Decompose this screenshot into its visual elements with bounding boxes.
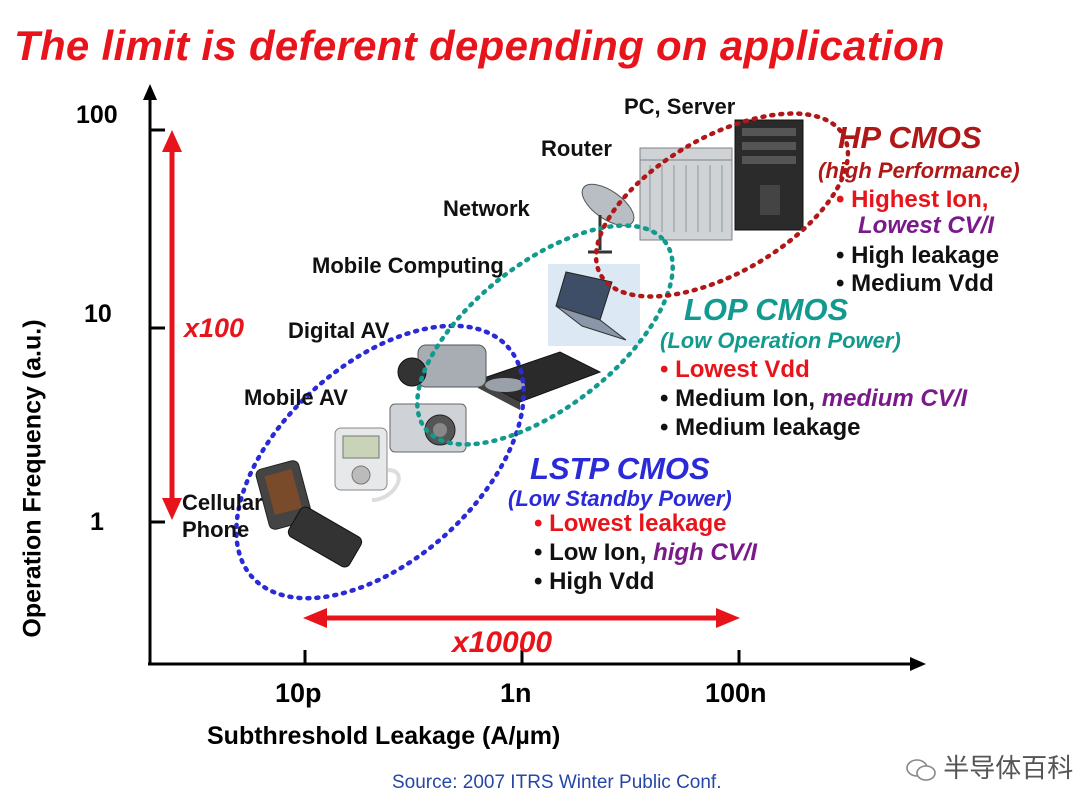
hp-bullet-1: • Highest Ion, xyxy=(836,186,989,213)
x-tick-label: 1n xyxy=(500,678,532,708)
y-tick-label: 100 xyxy=(76,101,118,129)
device-label-mobile-computing: Mobile Computing xyxy=(312,253,504,278)
y-axis-title: Operation Frequency (a.u.) xyxy=(18,319,47,638)
server-tower-icon xyxy=(734,119,804,231)
slide-title: The limit is deferent depending on appli… xyxy=(14,22,945,69)
lop-bullet-1: • Lowest Vdd xyxy=(660,356,810,383)
laptop-icon xyxy=(548,264,640,346)
device-label-network: Network xyxy=(443,196,530,221)
lop-region-ellipse xyxy=(415,223,675,447)
lstp-region-ellipse xyxy=(234,323,526,601)
device-label-cellular: Cellular xyxy=(182,490,263,515)
digital-camera-icon xyxy=(389,403,467,453)
lop-title: LOP CMOS xyxy=(684,292,849,327)
device-label-digital-av: Digital AV xyxy=(288,318,390,343)
y-tick-label: 1 xyxy=(90,508,104,536)
lstp-title: LSTP CMOS xyxy=(530,451,710,486)
hp-subtitle: (high Performance) xyxy=(818,158,1020,183)
x-span-label: x10000 xyxy=(452,626,553,659)
lop-subtitle: (Low Operation Power) xyxy=(660,328,901,353)
device-label-router: Router xyxy=(541,136,612,161)
y-span-label: x100 xyxy=(184,313,245,343)
device-label-mobile-av: Mobile AV xyxy=(244,385,348,410)
x-tick-label: 100n xyxy=(705,678,767,708)
source-citation: Source: 2007 ITRS Winter Public Conf. xyxy=(392,772,722,793)
device-label-phone: Phone xyxy=(182,517,250,542)
router-chassis-icon xyxy=(639,147,733,241)
x-axis-arrowhead xyxy=(910,657,926,671)
device-label-pc-server: PC, Server xyxy=(624,94,736,119)
mp3-player-icon xyxy=(334,427,401,502)
hp-bullet-2: • High leakage xyxy=(836,242,1000,269)
dvd-player-icon xyxy=(476,351,602,410)
lstp-bullet-1: • Lowest leakage xyxy=(534,510,727,537)
y-axis-arrowhead xyxy=(143,84,157,100)
flip-phone-icon xyxy=(255,460,363,568)
x-axis-title: Subthreshold Leakage (A/µm) xyxy=(207,722,561,750)
lstp-bullet-2: • Low Ion, high CV/I xyxy=(534,539,758,566)
y-tick-label: 10 xyxy=(84,300,112,328)
watermark-brand: 半导体百科 xyxy=(906,748,1073,785)
x-tick-label: 10p xyxy=(275,678,322,708)
lstp-bullet-3: • High Vdd xyxy=(534,568,655,595)
lop-bullet-2: • Medium Ion, medium CV/I xyxy=(660,385,968,412)
hp-bullet-3: • Medium Vdd xyxy=(836,270,994,297)
hp-title: HP CMOS xyxy=(838,120,982,155)
hp-region-ellipse xyxy=(593,111,851,299)
x-span-arrow xyxy=(303,608,740,628)
y-span-arrow xyxy=(162,130,182,520)
hp-bullet-1-cont: Lowest CV/I xyxy=(858,212,995,239)
lop-bullet-3: • Medium leakage xyxy=(660,414,861,441)
camcorder-icon xyxy=(397,344,487,388)
lstp-subtitle: (Low Standby Power) xyxy=(508,486,732,511)
wechat-icon xyxy=(906,758,936,782)
